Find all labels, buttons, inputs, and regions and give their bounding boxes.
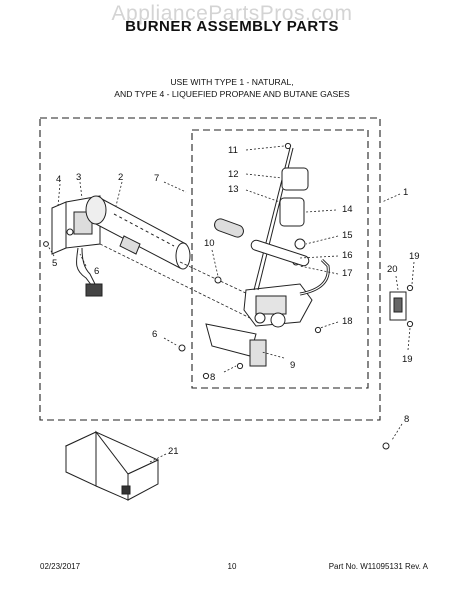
valve-coils	[214, 147, 310, 291]
callout-leaders	[47, 145, 415, 463]
callout-13: 13	[228, 184, 239, 195]
watermark: AppliancePartsPros.com	[111, 2, 353, 25]
igniter-wires	[43, 241, 103, 297]
lead-lines	[99, 243, 253, 319]
callout-1: 1	[403, 187, 408, 198]
callout-5: 5	[52, 258, 57, 269]
callout-18: 18	[342, 316, 353, 327]
page-title: BURNER ASSEMBLY PARTS	[125, 18, 339, 35]
callout-20: 20	[387, 264, 398, 275]
callout-9: 9	[290, 360, 295, 371]
footer-page-number: 10	[227, 562, 237, 571]
footer-part-number: Part No. W11095131 Rev. A	[328, 562, 428, 571]
gas-valve	[243, 258, 330, 328]
callout-19-upper: 19	[409, 251, 420, 262]
callout-7: 7	[154, 173, 159, 184]
screws	[178, 142, 414, 450]
callout-8-right: 8	[404, 414, 409, 425]
callout-15: 15	[342, 230, 353, 241]
callout-6-upper: 6	[94, 266, 99, 277]
footer-date: 02/23/2017	[40, 562, 81, 571]
callout-2: 2	[118, 172, 123, 183]
subtitle: USE WITH TYPE 1 - NATURAL, AND TYPE 4 - …	[0, 76, 464, 100]
callout-19-lower: 19	[402, 354, 413, 365]
outer-assembly-boundary	[39, 117, 381, 421]
valve-bracket	[205, 323, 267, 367]
subtitle-line-1: USE WITH TYPE 1 - NATURAL,	[170, 77, 294, 87]
callout-12: 12	[228, 169, 239, 180]
support-bracket	[64, 430, 160, 501]
callout-21: 21	[168, 446, 179, 457]
callout-4: 4	[56, 174, 61, 185]
callout-3: 3	[76, 172, 81, 183]
inner-valve-boundary	[191, 129, 369, 389]
callout-17: 17	[342, 268, 353, 279]
callout-8-left: 8	[210, 372, 215, 383]
callout-6-lower: 6	[152, 329, 157, 340]
callout-16: 16	[342, 250, 353, 261]
callout-10: 10	[204, 238, 215, 249]
callout-11: 11	[228, 145, 238, 156]
flame-sensor	[389, 291, 407, 321]
callout-14: 14	[342, 204, 353, 215]
burner-tube	[85, 195, 191, 270]
subtitle-line-2: AND TYPE 4 - LIQUEFIED PROPANE AND BUTAN…	[114, 89, 350, 99]
